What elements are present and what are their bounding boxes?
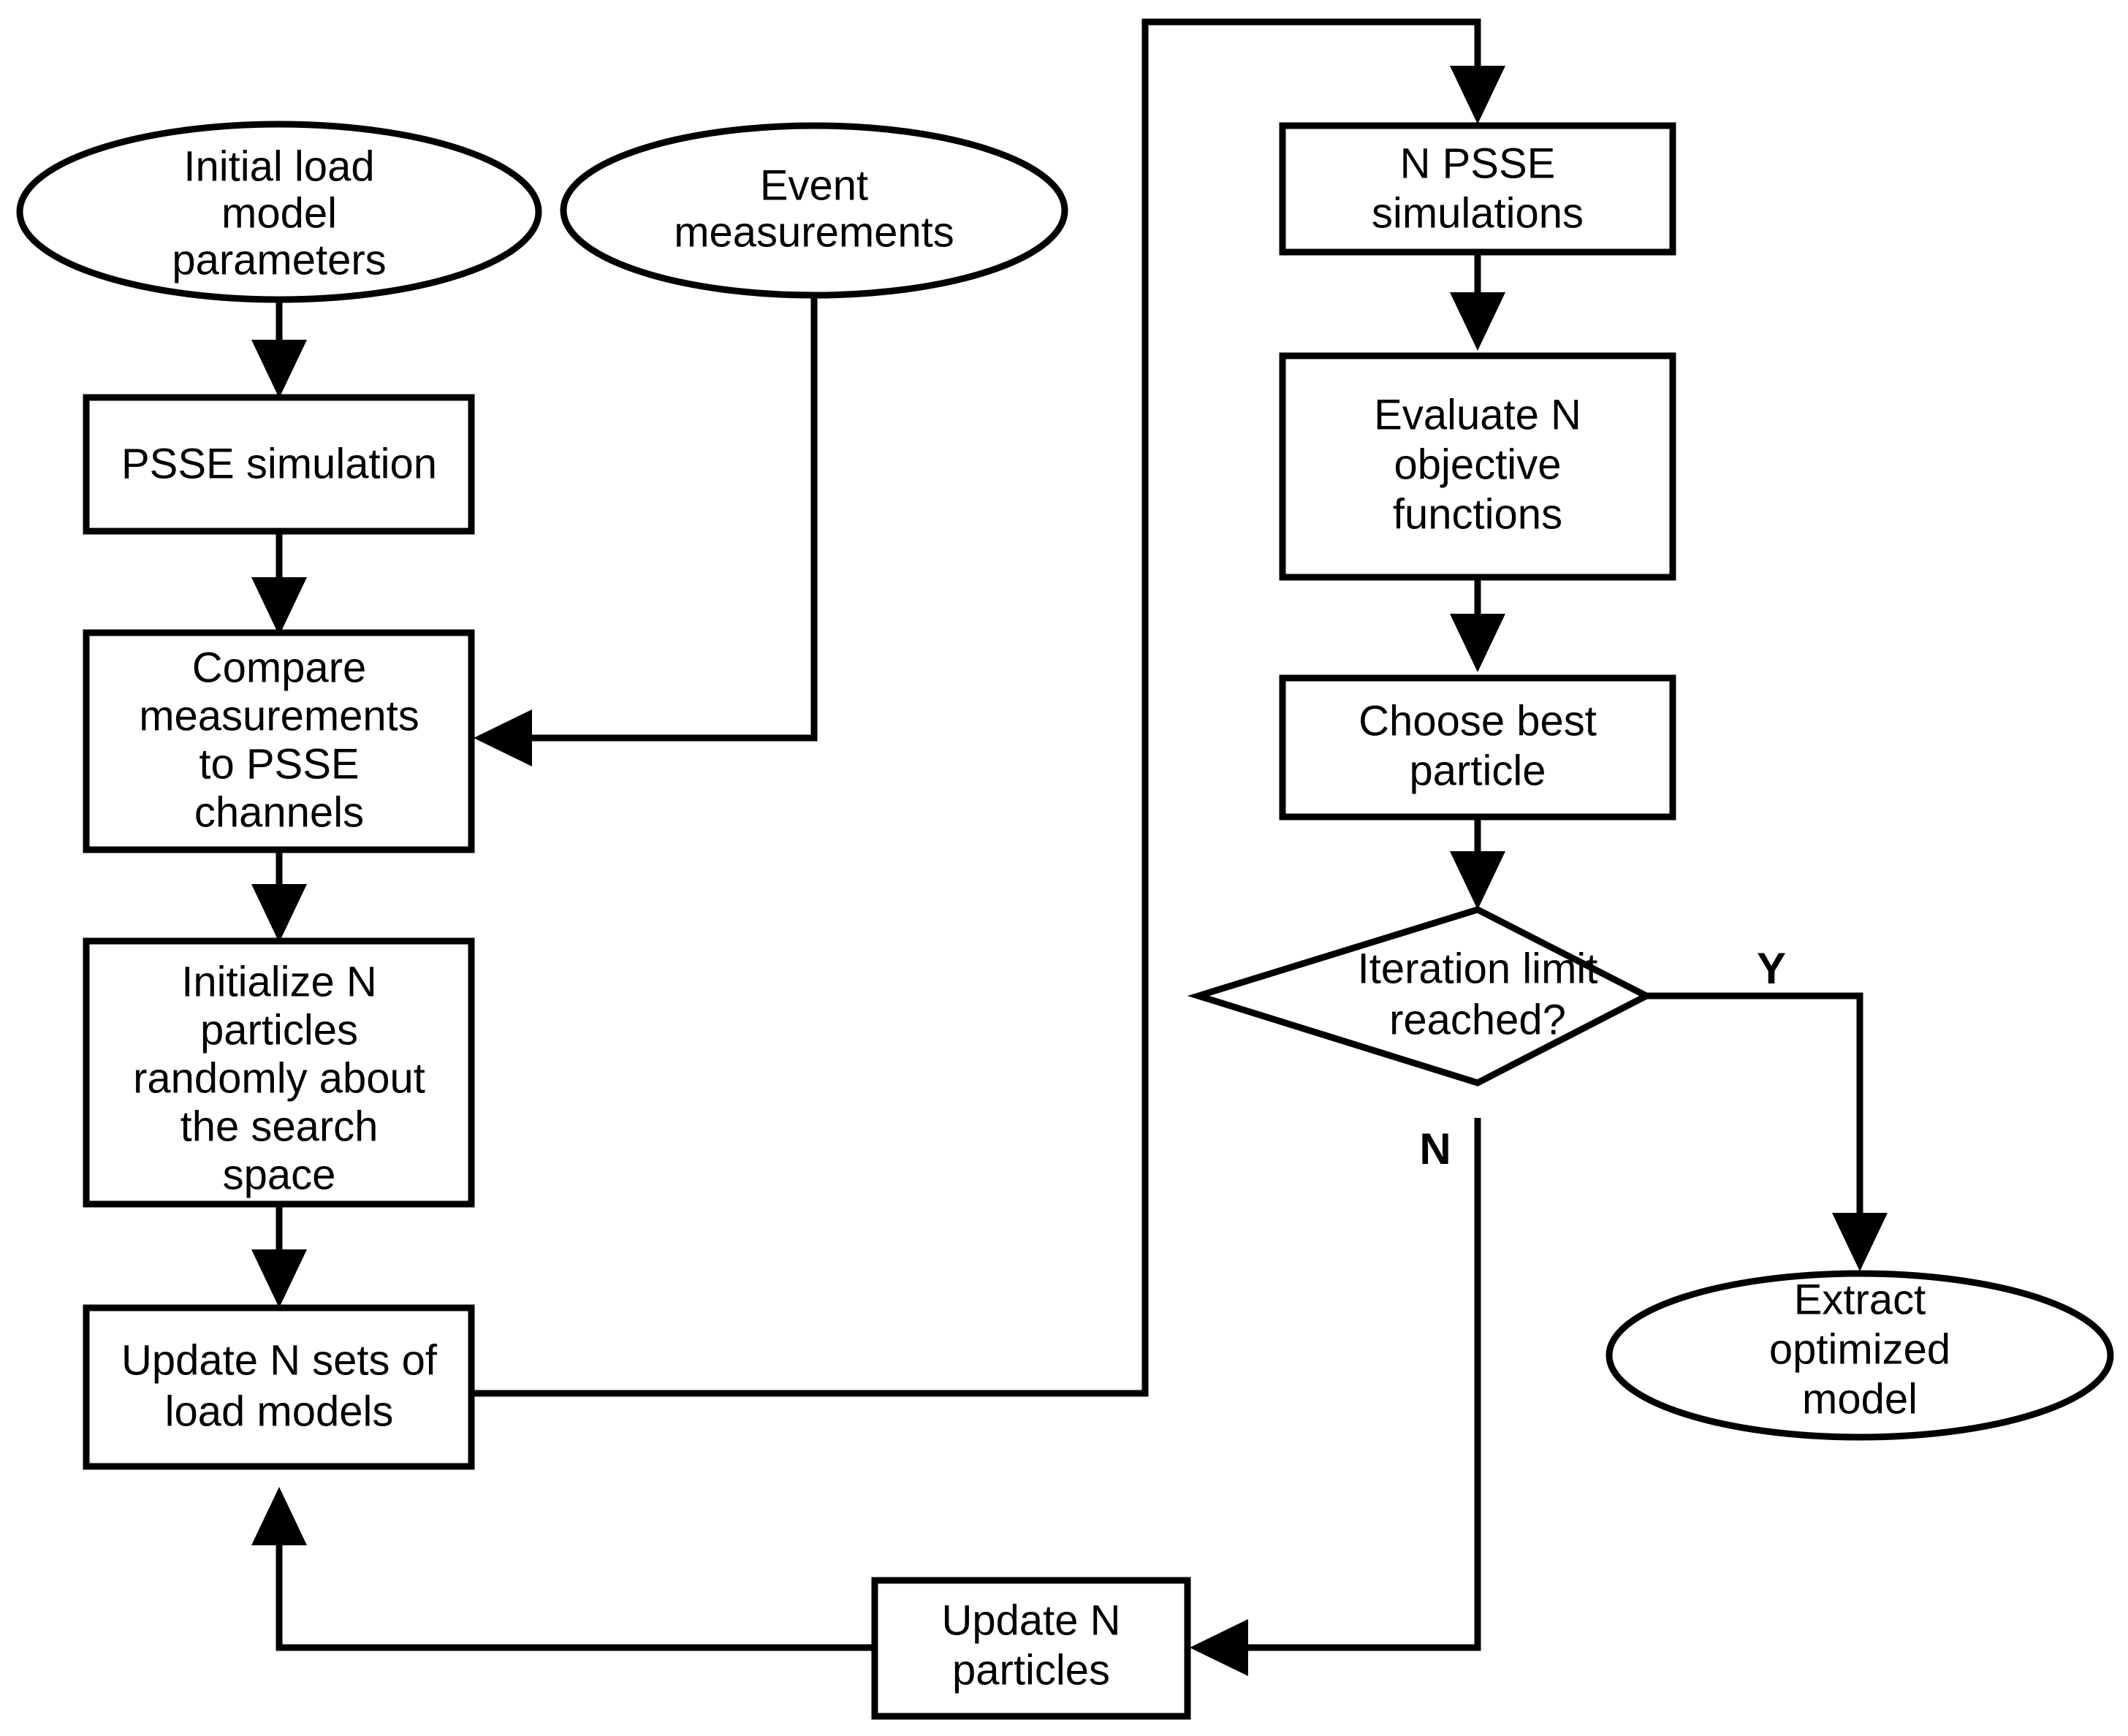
- node-evaluate-n-objective-functions[interactable]: Evaluate N objective functions: [1279, 352, 1676, 581]
- node-n-psse-simulations[interactable]: N PSSE simulations: [1279, 122, 1676, 256]
- node-label-line: Extract: [1794, 1276, 1926, 1323]
- node-label-line: parameters: [172, 236, 386, 283]
- edge-n-psse-simulations-to-evaluate: [1450, 252, 1505, 351]
- node-label-line: objective: [1394, 441, 1562, 488]
- node-label-line: measurements: [139, 692, 419, 739]
- node-compare-measurements-to-psse-channels[interactable]: Compare measurements to PSSE channels: [83, 629, 475, 853]
- node-label-line: model: [1802, 1375, 1918, 1423]
- node-label-line: particles: [200, 1006, 358, 1054]
- node-label-line: channels: [194, 788, 364, 836]
- node-label-line: N PSSE: [1400, 140, 1556, 187]
- node-update-n-particles[interactable]: Update N particles: [871, 1577, 1191, 1720]
- node-event-measurements[interactable]: Event measurements: [560, 122, 1068, 299]
- node-label-line: measurements: [674, 208, 954, 256]
- edge-update-n-particles-to-update-load-models: [251, 1487, 875, 1651]
- node-label-line: reached?: [1389, 996, 1566, 1043]
- node-label-line: Update N: [941, 1596, 1120, 1644]
- edge-decision-no-to-update-n-particles: [1190, 1118, 1481, 1676]
- node-label-line: Initial load: [183, 142, 374, 190]
- node-label-line: simulations: [1372, 189, 1584, 237]
- node-label-line: to PSSE: [199, 740, 359, 788]
- node-label-line: Evaluate N: [1374, 391, 1581, 438]
- edge-choose-best-particle-to-decision: [1450, 817, 1505, 910]
- node-iteration-limit-reached-decision[interactable]: Iteration limit reached?: [1187, 906, 1654, 1086]
- node-label-line: particles: [952, 1646, 1110, 1694]
- edge-update-load-models-to-n-psse-simulations: [471, 18, 1505, 1397]
- node-label-line: randomly about: [133, 1054, 425, 1102]
- node-label-line: Choose best: [1358, 697, 1597, 745]
- node-extract-optimized-model[interactable]: Extract optimized model: [1606, 1270, 2114, 1441]
- edge-evaluate-to-choose-best-particle: [1450, 577, 1505, 672]
- node-label-line: the search: [180, 1103, 379, 1150]
- node-label-line: Compare: [192, 644, 367, 691]
- node-label-line: Event: [760, 161, 868, 209]
- node-initialize-n-particles[interactable]: Initialize N particles randomly about th…: [83, 937, 475, 1208]
- edge-compare-to-initialize-particles: [251, 850, 307, 943]
- node-label-line: space: [223, 1151, 336, 1198]
- edge-psse-simulation-to-compare: [251, 531, 307, 636]
- node-psse-simulation[interactable]: PSSE simulation: [83, 394, 475, 535]
- node-choose-best-particle[interactable]: Choose best particle: [1279, 674, 1676, 821]
- node-update-n-sets-of-load-models[interactable]: Update N sets of load models: [83, 1304, 475, 1470]
- node-label-line: Initialize N: [181, 958, 377, 1005]
- node-label-line: load models: [165, 1387, 394, 1435]
- node-label-line: particle: [1410, 747, 1546, 794]
- edge-initialize-particles-to-update-load-models: [251, 1204, 307, 1308]
- branch-label-no: N: [1419, 1124, 1451, 1173]
- edge-event-measurements-to-compare: [474, 276, 818, 766]
- node-label-line: functions: [1393, 490, 1562, 538]
- node-label-line: optimized: [1769, 1325, 1950, 1373]
- node-label-line: PSSE simulation: [121, 440, 437, 487]
- node-initial-load-model-parameters[interactable]: Initial load model parameters: [16, 121, 542, 303]
- branch-label-yes: Y: [1757, 944, 1786, 993]
- node-label-line: Update N sets of: [121, 1336, 438, 1384]
- node-label-line: Iteration limit: [1358, 945, 1598, 992]
- edge-decision-yes-to-extract-optimized-model: [1646, 992, 1888, 1271]
- node-label-line: model: [221, 189, 337, 237]
